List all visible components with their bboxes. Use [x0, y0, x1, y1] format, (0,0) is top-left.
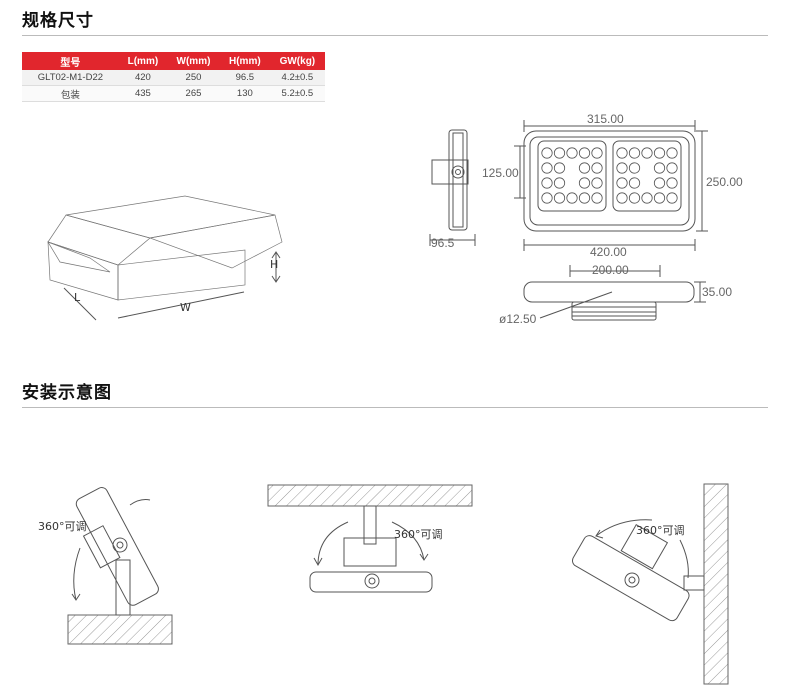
- install-divider: [22, 407, 768, 408]
- led-lens: [541, 147, 553, 159]
- led-lens: [616, 147, 628, 159]
- box-label-l: L: [74, 291, 81, 304]
- led-lens: [666, 192, 678, 204]
- led-lens: [566, 147, 578, 159]
- cell-height: 96.5: [219, 70, 270, 86]
- cell-weight: 5.2±0.5: [269, 85, 325, 102]
- dim-bottom-height: 35.00: [702, 285, 732, 299]
- led-lens: [616, 177, 628, 189]
- led-lens: [666, 147, 678, 159]
- dim-bottom-spacing: 200.00: [592, 263, 629, 277]
- led-lens: [553, 192, 566, 204]
- led-lens: [628, 147, 641, 159]
- cell-length: 435: [118, 85, 168, 102]
- dim-side-depth: 96.5: [431, 236, 455, 250]
- cell-weight: 4.2±0.5: [269, 70, 325, 86]
- led-lens: [653, 192, 666, 204]
- col-header-height: H(mm): [219, 52, 270, 70]
- adjust-label-wall: 360°可调: [636, 524, 685, 537]
- cell-width: 250: [167, 70, 220, 86]
- led-lens: [553, 177, 566, 189]
- dim-front-width: 315.00: [587, 112, 624, 126]
- dim-total-height: 250.00: [706, 175, 743, 189]
- install-section-title: 安装示意图: [22, 383, 112, 403]
- led-grid-right: [616, 147, 678, 204]
- led-lens: [541, 192, 553, 204]
- led-lens: [578, 177, 591, 189]
- bottom-view: [523, 265, 706, 321]
- specs-divider: [22, 35, 768, 36]
- dim-inner-height: 125.00: [482, 166, 519, 180]
- led-lens: [566, 192, 578, 204]
- led-lens: [641, 147, 653, 159]
- install-floor-mount: 360°可调: [38, 487, 173, 645]
- led-lens: [628, 162, 641, 174]
- led-lens: [616, 162, 628, 174]
- led-lens: [653, 162, 666, 174]
- dim-bottom-width: 420.00: [590, 245, 627, 259]
- col-header-width: W(mm): [167, 52, 220, 70]
- dim-hole-diameter: ø12.50: [499, 312, 537, 326]
- led-lens: [591, 162, 603, 174]
- led-lens: [541, 177, 553, 189]
- cell-length: 420: [118, 70, 168, 86]
- specs-section-title: 规格尺寸: [22, 11, 94, 31]
- spec-table-header: 型号 L(mm) W(mm) H(mm) GW(kg): [22, 52, 325, 70]
- led-grid-left: [541, 147, 603, 204]
- cell-height: 130: [219, 85, 270, 102]
- side-view: [429, 129, 476, 246]
- led-lens: [541, 162, 553, 174]
- led-lens: [578, 162, 591, 174]
- led-lens: [628, 177, 641, 189]
- led-lens: [591, 147, 603, 159]
- led-lens: [578, 147, 591, 159]
- adjust-label-floor: 360°可调: [38, 520, 87, 533]
- led-lens: [616, 192, 628, 204]
- led-lens: [628, 192, 641, 204]
- install-wall-mount: 360°可调: [572, 483, 729, 685]
- adjust-label-ceiling: 360°可调: [394, 528, 443, 541]
- box-label-w: W: [180, 301, 191, 314]
- front-view: [514, 120, 708, 251]
- col-header-weight: GW(kg): [269, 52, 325, 70]
- led-lens: [553, 162, 566, 174]
- led-lens: [666, 162, 678, 174]
- col-header-length: L(mm): [118, 52, 168, 70]
- led-lens: [641, 192, 653, 204]
- led-lens: [653, 177, 666, 189]
- table-row: 包装 435 265 130 5.2±0.5: [22, 85, 325, 102]
- led-lens: [591, 177, 603, 189]
- cell-model: GLT02-M1-D22: [22, 70, 119, 86]
- install-ceiling-mount: 360°可调: [267, 484, 473, 593]
- box-label-h: H: [270, 258, 278, 271]
- cell-model: 包装: [22, 85, 119, 102]
- led-lens: [553, 147, 566, 159]
- cell-width: 265: [167, 85, 220, 102]
- col-header-model: 型号: [22, 52, 119, 70]
- led-lens: [591, 192, 603, 204]
- led-lens: [578, 192, 591, 204]
- led-lens: [666, 177, 678, 189]
- spec-table: 型号 L(mm) W(mm) H(mm) GW(kg) GLT02-M1-D22…: [22, 52, 325, 102]
- table-row: GLT02-M1-D22 420 250 96.5 4.2±0.5: [22, 70, 325, 86]
- led-lens: [653, 147, 666, 159]
